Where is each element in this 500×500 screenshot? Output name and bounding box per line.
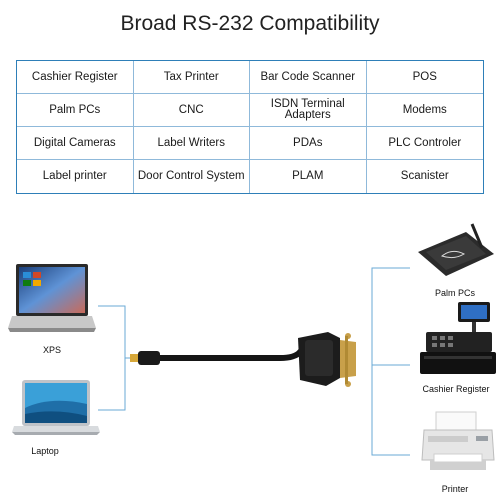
device-label: Printer	[441, 484, 469, 494]
laptop-icon	[6, 262, 98, 340]
rs232-cable-icon	[130, 322, 370, 402]
device-label: Palm PCs	[434, 288, 475, 298]
tablet-icon	[412, 222, 498, 282]
table-cell: Cashier Register	[17, 61, 134, 94]
table-cell: CNC	[133, 94, 250, 127]
device-label: XPS	[42, 345, 61, 355]
macbook-icon	[10, 378, 102, 440]
cash-register-icon	[418, 300, 498, 378]
printer-icon	[418, 408, 498, 476]
table-cell: PLC Controler	[366, 127, 483, 160]
page-title: Broad RS-232 Compatibility	[120, 12, 380, 35]
compatibility-table: Cashier Register Tax Printer Bar Code Sc…	[16, 60, 484, 194]
table-cell: Label Writers	[133, 127, 250, 160]
device-label: Laptop	[31, 446, 59, 456]
table-cell: Digital Cameras	[17, 127, 134, 160]
table-cell: PDAs	[250, 127, 367, 160]
table-cell: Scanister	[400, 170, 449, 182]
table-cell: Label printer	[17, 160, 134, 193]
table-cell: Palm PCs	[17, 94, 134, 127]
table-cell: Tax Printer	[133, 61, 250, 94]
table-cell: PLAM	[250, 160, 367, 193]
table-cell: Modems	[366, 94, 483, 127]
table-cell: POS	[366, 61, 483, 94]
table-cell: Door Control System	[134, 160, 250, 193]
device-label: Cashier Register	[422, 384, 490, 394]
table-cell: Bar Code Scanner	[250, 61, 367, 94]
table-cell: ISDN Terminal Adapters	[250, 94, 367, 127]
